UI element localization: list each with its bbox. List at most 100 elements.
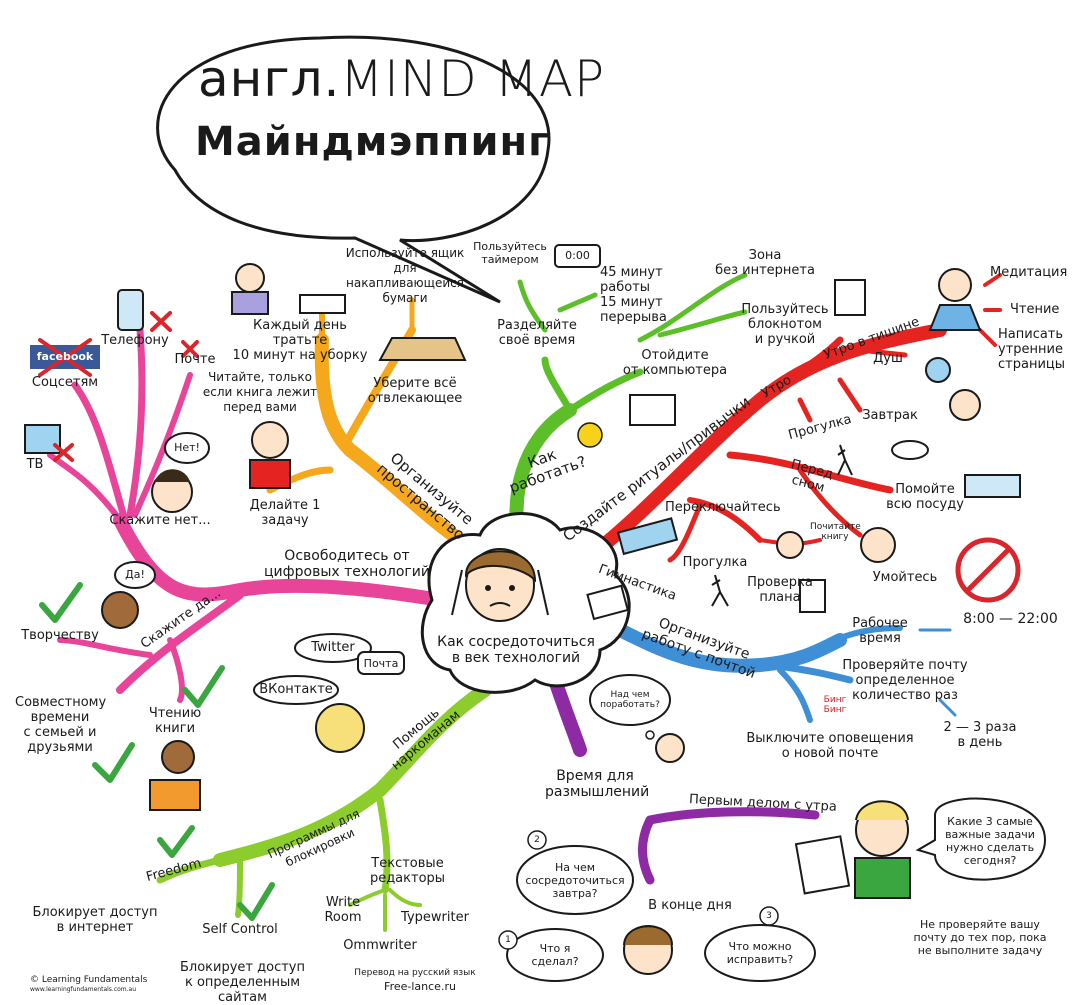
reflect-q1-num: 1 [505, 935, 511, 945]
no-laptop-icon [955, 537, 1021, 603]
addicts-mail: Почта [363, 657, 399, 670]
branch-addicts-self [235, 852, 243, 918]
work-schedule: 45 минут работы 15 минут перерыва [600, 265, 667, 325]
rituals-shower: Душ [873, 351, 903, 366]
meditating-person-icon [928, 268, 982, 331]
branch-rituals-switch [687, 497, 763, 543]
branch-work-away [566, 368, 644, 414]
email-times: 2 — 3 раза в день [943, 720, 1017, 750]
check-freedom-icon [157, 825, 195, 858]
credit-translation: Перевод на русский язык [354, 968, 476, 978]
addicts-block-sites: Блокирует доступ к определенным сайтам [180, 960, 305, 1005]
digital-yes-bubble: Да! [125, 568, 145, 581]
cross-mail-icon [181, 340, 199, 358]
rituals-plan: Проверка плана [747, 575, 813, 605]
space-clean: Каждый день тратьте 10 минут на уборку [232, 318, 368, 363]
q1-bubble [506, 928, 604, 982]
branch-digital-yes [116, 591, 244, 694]
branch-email-notify [777, 667, 813, 723]
branch-rituals-m2 [837, 377, 863, 413]
q3-number-circle [759, 906, 779, 926]
branch-rituals-m1 [857, 347, 908, 358]
cross-phone-icon [150, 311, 172, 332]
branch-addicts-freedom [156, 856, 224, 884]
title-prefix: англ. [198, 50, 341, 108]
smiley-icon [577, 422, 603, 448]
email-work-time: Рабочее время [852, 616, 908, 646]
rituals-meditate: Медитация [990, 265, 1068, 280]
reflect-q2: На чем сосредоточиться завтра? [525, 861, 625, 900]
no-speech-bubble [164, 432, 210, 464]
thought-dot-icon [645, 730, 655, 740]
addicts-write-room: Write Room [324, 895, 362, 925]
guy-with-list-icon [794, 800, 911, 899]
shower-person-icon [949, 389, 981, 421]
branch-digital-no1 [71, 381, 129, 524]
branch-addicts-ed1 [348, 888, 387, 907]
mail-bubble [357, 651, 405, 675]
reflect-end-day: В конце дня [648, 898, 732, 913]
addicts-vk: ВКонтакте [259, 682, 333, 697]
rituals-switch: Переключайтесь [665, 500, 781, 515]
shower-icon [925, 357, 951, 383]
thought-bubble [589, 674, 671, 726]
branch-rituals-medit3 [978, 328, 997, 347]
reflect-dont-check: Не проверяйте вашу почту до тех пор, пок… [913, 918, 1047, 957]
sink-icon [964, 474, 1021, 498]
branch-reflect-first [645, 807, 820, 825]
envelope-icon [586, 584, 629, 621]
reflect-three: Какие 3 самые важные задачи нужно сделат… [945, 815, 1035, 867]
addicts-ommwriter: Ommwriter [343, 938, 417, 953]
reflect-q1: Что я сделал? [531, 942, 579, 968]
check-books-icon [182, 665, 225, 708]
digital-social: Соцсетям [31, 375, 99, 390]
branch-rituals-morning [756, 336, 844, 404]
q3-bubble [704, 924, 816, 982]
rituals-read-book: Почитайте книгу [810, 522, 861, 542]
rituals-dishes: Помойте всю посуду [886, 482, 964, 512]
rituals-wash: Умойтесь [872, 570, 938, 585]
email-check: Проверяйте почту определенное количество… [842, 658, 968, 703]
q2-bubble [516, 845, 634, 915]
branch-email [613, 623, 847, 673]
email-hours: 8:00 — 22:00 [963, 611, 1058, 627]
check-family-icon [92, 742, 135, 783]
digital-say-no: Скажите нет... [109, 513, 211, 528]
addicts-typewriter: Typewriter [401, 910, 469, 925]
yes-face-icon [101, 591, 139, 629]
breakfast-bowl-icon [891, 440, 929, 460]
rituals-breakfast: Завтрак [862, 408, 918, 423]
branch-reflect-label: Время для размышлений [545, 768, 650, 800]
plan-checklist-icon [799, 579, 826, 613]
digital-creativity: Творчеству [21, 628, 99, 643]
branch-email-worktime [832, 625, 903, 643]
branch-email-check [766, 661, 854, 684]
addicts-twitter: Twitter [311, 640, 355, 655]
check-creativity-icon [39, 582, 83, 623]
gym-icon [616, 517, 679, 556]
branch-rituals-sleep2 [797, 467, 863, 538]
branch-addicts-ed2 [388, 888, 422, 907]
rituals-reading: Чтение [1010, 302, 1060, 317]
q2-number-circle [527, 830, 547, 850]
branch-addicts [213, 683, 492, 867]
credit-left-url: www.learningfundamentals.com.au [30, 986, 137, 993]
credit-translator: Free-lance.ru [384, 980, 456, 993]
twitter-bubble [294, 633, 372, 663]
branch-digital-yes1 [57, 637, 153, 658]
branch-digital-label: Освободитесь от цифровых технологий [264, 548, 430, 580]
phone-icon [117, 289, 144, 331]
space-read: Читайте, только если книга лежит перед в… [202, 370, 318, 414]
digital-facebook: facebook [36, 350, 94, 363]
branch-digital-no2 [126, 326, 146, 519]
washing-face-icon [860, 527, 896, 563]
digital-phone: Телефону [101, 333, 169, 348]
center-person-icon [451, 548, 549, 622]
branch-work-away3 [657, 309, 748, 338]
branch-reflect [548, 673, 587, 757]
no-face-icon [151, 469, 193, 513]
title-english: MIND MAP [340, 50, 606, 108]
reflect-q3-num: 3 [766, 911, 772, 921]
work-timer: Пользуйтесь таймером [473, 240, 547, 266]
